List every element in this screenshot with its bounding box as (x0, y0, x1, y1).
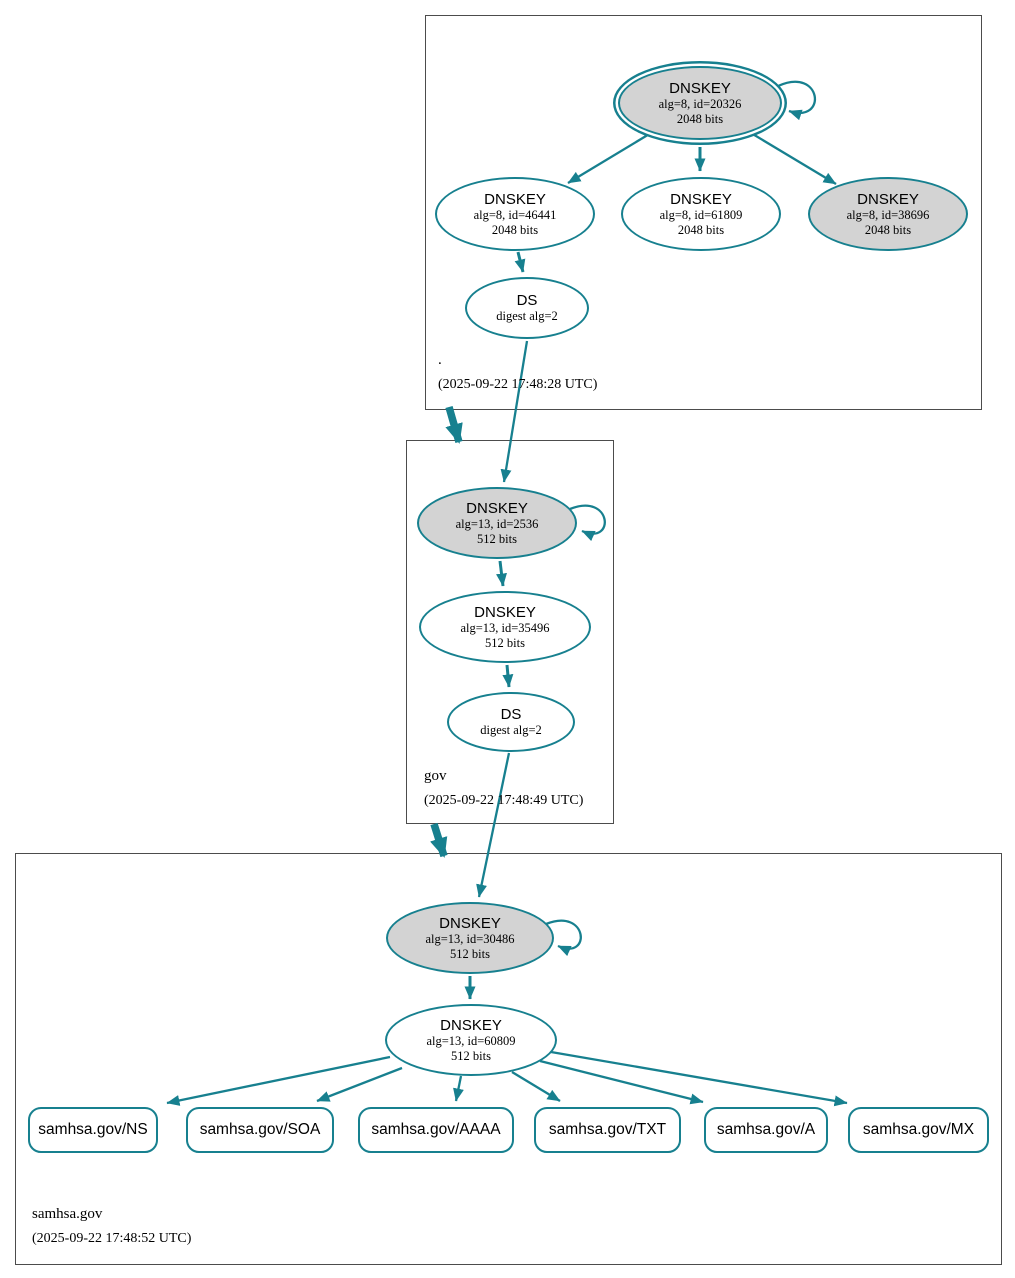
node-detail: digest alg=2 (496, 309, 558, 324)
node-bits: 512 bits (477, 531, 517, 546)
node-bits: 512 bits (485, 635, 525, 650)
ds-root[interactable]: DS digest alg=2 (465, 277, 589, 339)
node-detail: alg=8, id=61809 (659, 207, 743, 222)
node-detail: alg=8, id=46441 (473, 207, 557, 222)
rrset-mx[interactable]: samhsa.gov/MX (848, 1107, 989, 1153)
zone-box-root (425, 15, 982, 410)
rrset-soa[interactable]: samhsa.gov/SOA (186, 1107, 334, 1153)
node-bits: 2048 bits (864, 222, 912, 237)
dnskey-root-46441[interactable]: DNSKEY alg=8, id=46441 2048 bits (435, 177, 595, 251)
node-title: DNSKEY (474, 603, 536, 621)
node-detail: alg=13, id=60809 (426, 1033, 516, 1048)
zone-label-gov: gov (424, 768, 447, 784)
rrset-ns[interactable]: samhsa.gov/NS (28, 1107, 158, 1153)
node-detail: alg=13, id=30486 (425, 931, 515, 946)
dnskey-root-20326[interactable]: DNSKEY alg=8, id=20326 2048 bits (618, 66, 782, 140)
dnskey-root-38696[interactable]: DNSKEY alg=8, id=38696 2048 bits (808, 177, 968, 251)
node-detail: digest alg=2 (480, 723, 542, 738)
edge-gov-zone-to-samhsa-zone (430, 822, 448, 858)
node-bits: 2048 bits (677, 222, 725, 237)
node-bits: 512 bits (451, 1048, 491, 1063)
zone-timestamp-root: (2025-09-22 17:48:28 UTC) (438, 377, 598, 392)
edge-root-zone-to-gov-zone (445, 405, 463, 444)
node-title: DNSKEY (439, 914, 501, 932)
node-detail: alg=8, id=20326 (658, 96, 742, 111)
node-title: DS (516, 292, 538, 309)
node-detail: alg=8, id=38696 (846, 207, 930, 222)
node-title: DS (500, 706, 522, 723)
rrset-txt[interactable]: samhsa.gov/TXT (534, 1107, 681, 1153)
node-detail: alg=13, id=2536 (455, 516, 539, 531)
zone-label-samhsa: samhsa.gov (32, 1206, 103, 1222)
node-bits: 512 bits (450, 946, 490, 961)
zone-label-root: . (438, 352, 442, 368)
node-bits: 2048 bits (491, 222, 539, 237)
node-title: DNSKEY (669, 79, 731, 97)
dnskey-gov-2536[interactable]: DNSKEY alg=13, id=2536 512 bits (417, 487, 577, 559)
dnskey-gov-35496[interactable]: DNSKEY alg=13, id=35496 512 bits (419, 591, 591, 663)
zone-timestamp-samhsa: (2025-09-22 17:48:52 UTC) (32, 1231, 192, 1246)
node-title: DNSKEY (440, 1016, 502, 1034)
dnskey-samhsa-60809[interactable]: DNSKEY alg=13, id=60809 512 bits (385, 1004, 557, 1076)
node-title: DNSKEY (484, 190, 546, 208)
ds-gov[interactable]: DS digest alg=2 (447, 692, 575, 752)
node-bits: 2048 bits (676, 111, 724, 126)
rrset-a[interactable]: samhsa.gov/A (704, 1107, 828, 1153)
rrset-aaaa[interactable]: samhsa.gov/AAAA (358, 1107, 514, 1153)
dnskey-samhsa-30486[interactable]: DNSKEY alg=13, id=30486 512 bits (386, 902, 554, 974)
dnskey-root-61809[interactable]: DNSKEY alg=8, id=61809 2048 bits (621, 177, 781, 251)
node-detail: alg=13, id=35496 (460, 620, 550, 635)
zone-timestamp-gov: (2025-09-22 17:48:49 UTC) (424, 793, 584, 808)
node-title: DNSKEY (857, 190, 919, 208)
node-title: DNSKEY (466, 499, 528, 517)
node-title: DNSKEY (670, 190, 732, 208)
